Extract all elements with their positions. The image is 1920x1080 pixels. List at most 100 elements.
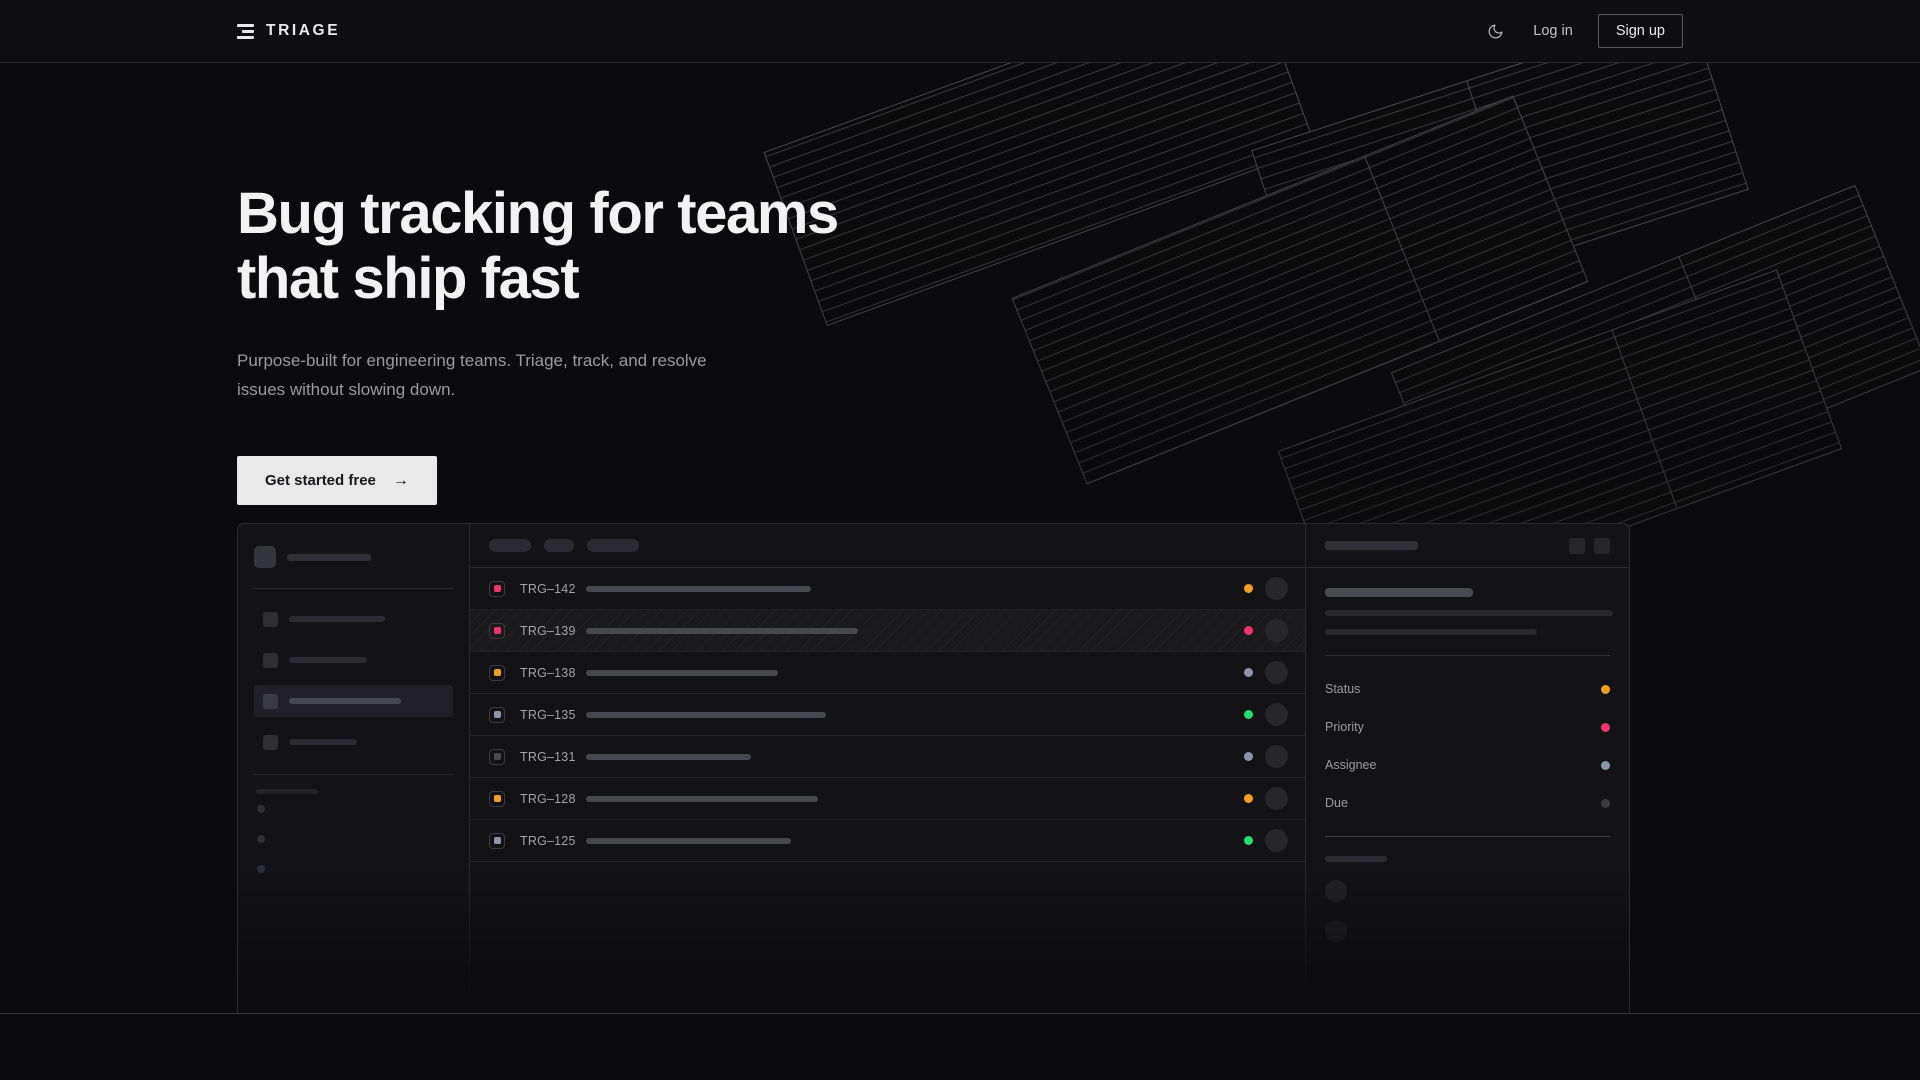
- table-row[interactable]: TRG–128: [470, 778, 1305, 820]
- page-title: Bug tracking for teams that ship fast: [237, 181, 937, 312]
- detail-panel-header: [1306, 524, 1629, 568]
- arrow-right-icon: →: [392, 471, 409, 489]
- issue-key: TRG–139: [520, 623, 576, 638]
- status-dot: [1244, 752, 1253, 761]
- priority-dot: [1601, 722, 1610, 732]
- detail-divider: [1325, 655, 1610, 656]
- issue-key: TRG–125: [520, 833, 576, 848]
- filter-chip-2[interactable]: [544, 539, 574, 552]
- sidebar-sub-item-3[interactable]: [254, 854, 453, 884]
- sidebar-item-icon: [263, 693, 278, 709]
- sidebar-item-icon: [263, 611, 278, 627]
- status-dot: [1244, 836, 1253, 845]
- table-row[interactable]: TRG–142: [470, 568, 1305, 610]
- meta-row-due[interactable]: Due: [1325, 784, 1610, 822]
- issue-list-toolbar: [470, 524, 1305, 568]
- due-dot: [1601, 798, 1610, 808]
- detail-panel-body: Status Priority Assignee Due: [1306, 568, 1629, 942]
- top-navigation-bar: TRIAGE Log in Sign up: [0, 0, 1920, 63]
- assignee-dot: [1601, 760, 1610, 770]
- row-meta: [1244, 577, 1288, 600]
- avatar: [1265, 703, 1288, 726]
- avatar: [1265, 619, 1288, 642]
- sidebar-sub-item-1[interactable]: [254, 794, 453, 824]
- workspace-avatar: [254, 546, 276, 568]
- priority-badge: [489, 622, 505, 639]
- bullet-icon: [257, 865, 265, 873]
- priority-badge: [489, 706, 505, 723]
- hero-section: Bug tracking for teams that ship fast Pu…: [0, 63, 1920, 506]
- sidebar-item-label: [289, 698, 401, 704]
- detail-action-2-button[interactable]: [1594, 537, 1610, 554]
- moon-icon[interactable]: [1482, 18, 1508, 44]
- sidebar-item-4[interactable]: [254, 726, 453, 758]
- filter-chip-3[interactable]: [587, 539, 639, 552]
- get-started-button[interactable]: Get started free →: [237, 456, 437, 506]
- status-dot: [1244, 710, 1253, 719]
- brand-name: TRIAGE: [266, 22, 341, 39]
- status-dot: [1601, 684, 1610, 694]
- avatar: [1265, 661, 1288, 684]
- issue-title-placeholder: [586, 753, 751, 760]
- table-row[interactable]: TRG–125: [470, 820, 1305, 862]
- meta-row-status[interactable]: Status: [1325, 670, 1610, 708]
- sidebar-item-3-active[interactable]: [254, 685, 453, 717]
- meta-row-priority[interactable]: Priority: [1325, 708, 1610, 746]
- detail-title-placeholder: [1325, 588, 1473, 597]
- row-meta: [1244, 661, 1288, 684]
- sidebar-divider-top: [254, 588, 453, 589]
- detail-body-line: [1325, 629, 1537, 635]
- bullet-icon: [257, 805, 265, 813]
- app-preview-mockup: TRG–142 TRG–139 TRG–138: [237, 523, 1630, 1013]
- activity-avatar: [1325, 920, 1347, 942]
- detail-activity-divider: [1325, 836, 1610, 837]
- activity-section-label: [1325, 856, 1387, 862]
- avatar: [1265, 577, 1288, 600]
- priority-badge: [489, 748, 505, 765]
- table-row[interactable]: TRG–131: [470, 736, 1305, 778]
- mock-sidebar: [238, 524, 470, 1013]
- issue-key: TRG–135: [520, 707, 576, 722]
- issue-title-placeholder: [586, 669, 778, 676]
- sidebar-item-2[interactable]: [254, 644, 453, 676]
- status-dot: [1244, 668, 1253, 677]
- issue-key: TRG–128: [520, 791, 576, 806]
- brand-logo[interactable]: TRIAGE: [237, 22, 340, 40]
- avatar: [1265, 787, 1288, 810]
- meta-label: Priority: [1325, 720, 1364, 734]
- meta-row-assignee[interactable]: Assignee: [1325, 746, 1610, 784]
- sidebar-item-label: [289, 657, 367, 663]
- priority-badge: [489, 790, 505, 807]
- sidebar-sub-item-2[interactable]: [254, 824, 453, 854]
- issue-title-placeholder: [586, 711, 826, 718]
- sidebar-item-1[interactable]: [254, 603, 453, 635]
- sidebar-item-icon: [263, 734, 278, 750]
- row-meta: [1244, 703, 1288, 726]
- issue-key: TRG–131: [520, 749, 576, 764]
- table-row[interactable]: TRG–138: [470, 652, 1305, 694]
- workspace-switcher[interactable]: [254, 542, 453, 572]
- meta-label: Assignee: [1325, 758, 1377, 772]
- table-row[interactable]: TRG–135: [470, 694, 1305, 736]
- nav-actions: Log in Sign up: [1482, 14, 1683, 48]
- priority-badge: [489, 832, 505, 849]
- stacked-bars-icon: [237, 23, 254, 39]
- row-meta: [1244, 745, 1288, 768]
- sidebar-item-icon: [263, 652, 278, 668]
- detail-action-1-button[interactable]: [1569, 537, 1585, 554]
- hero-title-line-1: Bug tracking for teams: [237, 181, 839, 246]
- signup-button[interactable]: Sign up: [1597, 14, 1683, 48]
- detail-body-line: [1325, 610, 1613, 616]
- issue-list: TRG–142 TRG–139 TRG–138: [470, 524, 1305, 1013]
- activity-avatar: [1325, 880, 1347, 902]
- sidebar-section-label: [256, 789, 318, 794]
- priority-badge: [489, 580, 505, 597]
- sidebar-item-label: [289, 739, 357, 745]
- issue-key: TRG–138: [520, 665, 576, 680]
- cta-label: Get started free: [265, 472, 376, 490]
- table-row[interactable]: TRG–139: [470, 610, 1305, 652]
- filter-chip-1[interactable]: [489, 539, 531, 552]
- login-link[interactable]: Log in: [1533, 23, 1573, 39]
- detail-breadcrumb-placeholder: [1325, 541, 1418, 550]
